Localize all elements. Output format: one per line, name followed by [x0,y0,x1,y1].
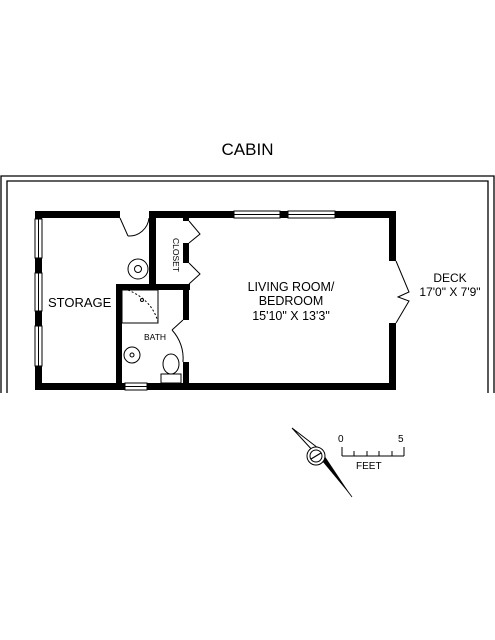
room-label-living: LIVING ROOM/ BEDROOM 15'10" X 13'3" [236,280,346,323]
living-name-line2: BEDROOM [258,294,324,309]
windows [34,210,336,391]
room-label-closet: CLOSET [166,236,184,274]
plan-title: CABIN [221,140,274,159]
interior-walls [116,211,190,384]
living-name-line1: LIVING ROOM/ [247,280,335,294]
living-dimensions: 15'10" X 13'3" [252,308,330,323]
fixtures [121,258,182,384]
water-heater [127,258,149,280]
scale-end-label: 5 [398,434,404,445]
shower-stall [121,289,159,324]
room-label-deck: DECK 17'0" X 7'9" [410,271,490,300]
closet-label-text: CLOSET [170,237,181,273]
room-label-bath: BATH [144,332,167,342]
scale-start-label: 0 [338,434,344,445]
north-arrow-icon [291,427,353,498]
scale-bar [341,447,405,457]
bath-sink [123,346,141,364]
doors [119,217,410,363]
deck-name: DECK [433,271,467,285]
deck-outline [0,175,495,393]
scale-unit-label: FEET [356,461,382,472]
deck-dimensions: 17'0" X 7'9" [419,284,481,299]
exterior-walls [35,211,396,390]
toilet [160,353,182,384]
room-label-storage: STORAGE [48,295,112,310]
